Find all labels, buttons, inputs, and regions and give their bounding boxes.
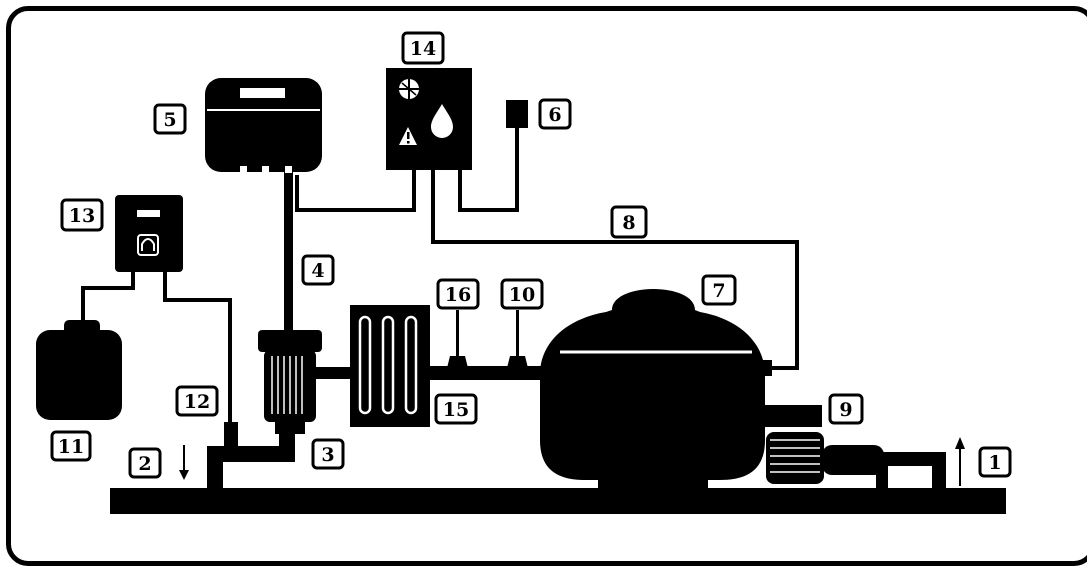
controller-unit [205, 78, 322, 173]
chemical-tank [36, 320, 122, 420]
base-pipe [110, 488, 1006, 514]
dosing-pump [115, 195, 183, 272]
label-6-text: 6 [548, 104, 561, 126]
wiring [81, 125, 799, 425]
label-14: 14 [401, 31, 445, 65]
label-13-text: 13 [69, 205, 95, 227]
label-10-text: 10 [509, 284, 535, 306]
sensor-6 [506, 100, 528, 128]
main-pipe [430, 366, 548, 380]
label-15-text: 15 [443, 399, 469, 421]
inflow-arrow-icon [955, 437, 965, 486]
label-8-text: 8 [622, 212, 635, 234]
probe-16 [447, 310, 468, 368]
label-10: 10 [500, 278, 544, 310]
label-1-text: 1 [988, 452, 1001, 474]
control-box [386, 68, 472, 170]
injection-point [207, 422, 295, 490]
label-4-text: 4 [311, 260, 324, 282]
label-14-text: 14 [410, 38, 436, 60]
label-12-text: 12 [184, 391, 210, 413]
label-5-text: 5 [163, 109, 176, 131]
label-8: 8 [610, 205, 648, 239]
label-15: 15 [434, 393, 478, 425]
probe-socket-icon [137, 234, 159, 256]
sand-filter [540, 289, 772, 492]
label-7-text: 7 [712, 280, 725, 302]
label-16: 16 [436, 278, 480, 310]
label-9-text: 9 [839, 399, 852, 421]
probe-cable [284, 170, 293, 330]
label-7: 7 [701, 274, 737, 306]
water-drop-icon [431, 104, 453, 138]
label-3-text: 3 [321, 444, 334, 466]
label-9: 9 [828, 393, 864, 425]
label-11-text: 11 [58, 436, 84, 458]
label-13: 13 [60, 198, 104, 232]
label-5: 5 [153, 103, 187, 135]
label-11: 11 [50, 430, 92, 462]
pump [760, 405, 946, 490]
probe-10 [507, 310, 528, 368]
diagram-frame [6, 6, 1087, 566]
label-3: 3 [311, 438, 345, 470]
warning-icon [399, 127, 417, 145]
label-6: 6 [538, 98, 572, 130]
label-2-text: 2 [138, 453, 151, 475]
electrolysis-cell [350, 305, 430, 427]
label-12: 12 [175, 385, 219, 417]
outflow-arrow-icon [179, 445, 189, 480]
label-4: 4 [301, 254, 335, 286]
label-2: 2 [128, 447, 162, 479]
label-16-text: 16 [445, 284, 471, 306]
label-1: 1 [978, 446, 1012, 478]
grid-bulb-icon [399, 79, 419, 99]
pre-filter [258, 330, 352, 434]
